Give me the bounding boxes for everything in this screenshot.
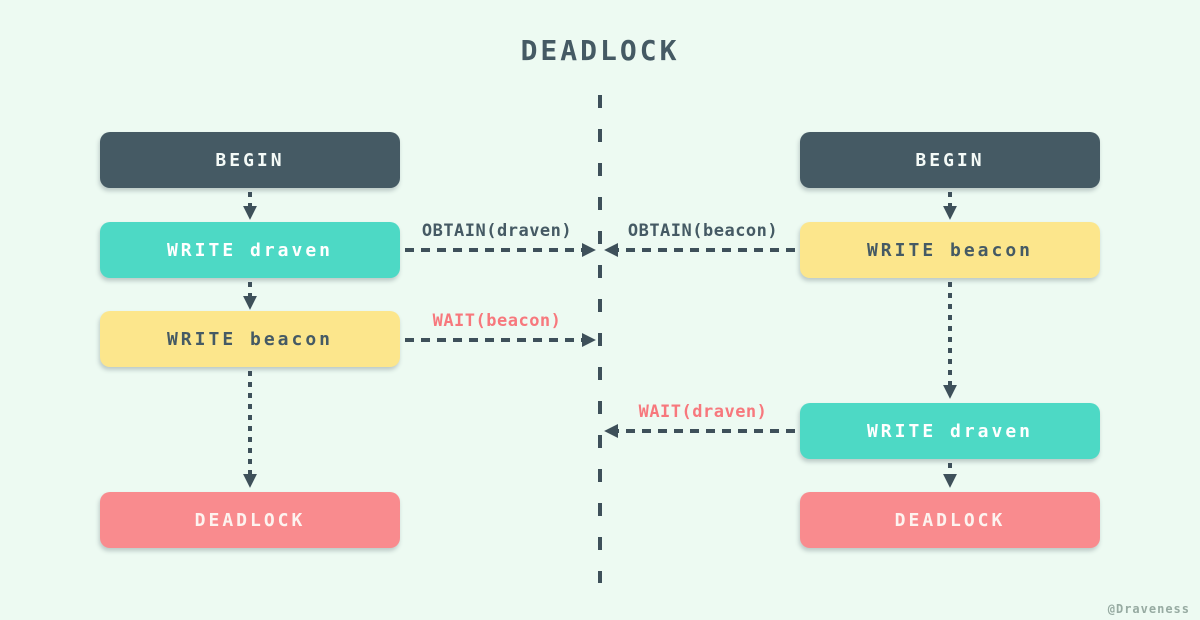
right-begin-box: BEGIN <box>800 132 1100 188</box>
diagram-title: DEADLOCK <box>520 34 680 67</box>
left-write-draven-box: WRITE draven <box>100 222 400 278</box>
obtain-beacon-label: OBTAIN(beacon) <box>627 221 779 241</box>
obtain-draven-label: OBTAIN(draven) <box>421 221 573 241</box>
wait-draven-label: WAIT(draven) <box>638 402 768 422</box>
left-deadlock-box: DEADLOCK <box>100 492 400 548</box>
wait-beacon-label: WAIT(beacon) <box>432 311 562 331</box>
right-write-beacon-box: WRITE beacon <box>800 222 1100 278</box>
right-deadlock-box: DEADLOCK <box>800 492 1100 548</box>
left-write-beacon-box: WRITE beacon <box>100 311 400 367</box>
author-credit: @Draveness <box>1107 602 1190 616</box>
left-begin-box: BEGIN <box>100 132 400 188</box>
right-write-draven-box: WRITE draven <box>800 403 1100 459</box>
